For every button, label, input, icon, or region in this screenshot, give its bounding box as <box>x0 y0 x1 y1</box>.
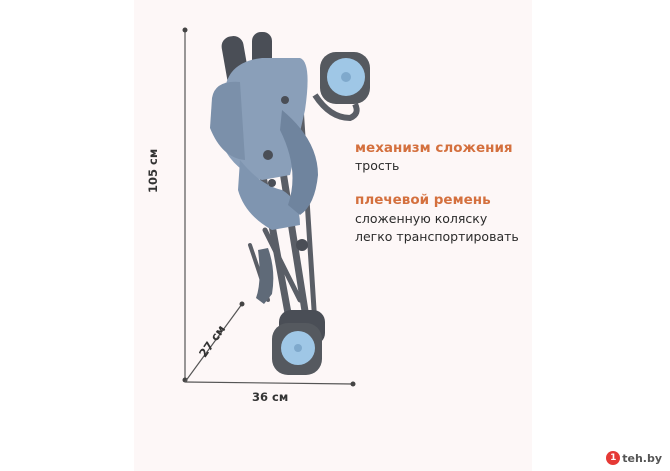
feature-body-strap-line2: легко транспортировать <box>355 229 519 244</box>
height-label: 105 см <box>146 148 160 193</box>
feature-body-folding: трость <box>355 158 400 173</box>
watermark-badge: 1 <box>606 451 621 465</box>
depth-dimension-line <box>184 303 243 383</box>
watermark: 1 teh.by <box>606 451 662 465</box>
width-label: 36 см <box>252 390 289 404</box>
stroller-image <box>210 32 370 375</box>
width-dimension-line <box>184 381 354 385</box>
lower-wheels <box>272 310 325 375</box>
feature-body-strap-line1: сложенную коляску <box>355 211 488 226</box>
feature-title-folding: механизм сложения <box>355 140 513 156</box>
watermark-text: teh.by <box>622 451 662 465</box>
feature-title-strap: плечевой ремень <box>355 192 491 208</box>
upper-wheel <box>312 52 370 122</box>
dimension-lines <box>182 27 356 387</box>
